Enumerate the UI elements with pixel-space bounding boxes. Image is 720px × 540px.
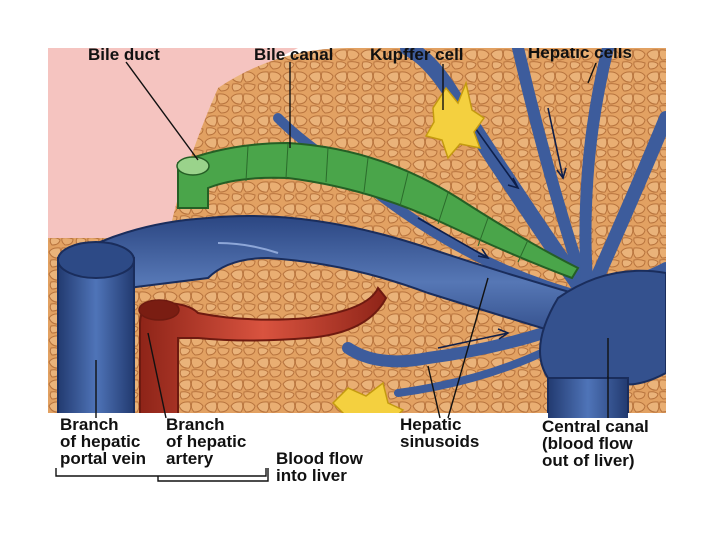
label-hepatic-sinusoids-line2: sinusoids <box>400 432 480 451</box>
connective-tissue-region <box>48 48 298 248</box>
label-hepatic-artery: Branch of hepatic artery <box>166 416 246 467</box>
kupffer-cell <box>424 80 486 160</box>
label-hepatic-sinusoids: Hepatic sinusoids <box>400 416 479 450</box>
label-central-canal-line3: out of liver) <box>542 451 635 470</box>
label-blood-flow-in: Blood flow into liver <box>276 450 363 484</box>
label-portal-vein-line3: portal vein <box>60 449 146 468</box>
bile-canal-rings <box>245 143 529 263</box>
bile-duct-opening <box>176 156 210 176</box>
label-hepatic-artery-line1: Branch <box>166 415 225 434</box>
label-hepatic-sinusoids-line1: Hepatic <box>400 415 462 434</box>
label-hepatic-artery-line3: artery <box>166 449 214 468</box>
label-portal-vein-line1: Branch <box>60 415 119 434</box>
label-central-canal-line2: (blood flow <box>542 434 633 453</box>
bile-canal <box>177 141 580 280</box>
leader-lines <box>55 61 609 482</box>
label-portal-vein-line2: of hepatic <box>60 432 141 451</box>
label-blood-flow-in-line1: Blood flow <box>276 449 363 468</box>
label-portal-vein: Branch of hepatic portal vein <box>60 416 146 467</box>
label-hepatic-artery-line2: of hepatic <box>166 432 247 451</box>
label-blood-flow-in-line2: into liver <box>276 466 347 484</box>
label-bile-duct: Bile duct <box>88 48 160 64</box>
label-central-canal: Central canal (blood flow out of liver) <box>542 418 649 469</box>
liver-lobule-diagram: Bile duct Bile canal Kupffer cell Hepati… <box>48 48 666 484</box>
label-central-canal-line1: Central canal <box>542 417 649 436</box>
label-kupffer-cell: Kupffer cell <box>370 48 464 64</box>
label-bile-canal: Bile canal <box>254 48 334 64</box>
label-hepatic-cells: Hepatic cells <box>528 48 632 62</box>
